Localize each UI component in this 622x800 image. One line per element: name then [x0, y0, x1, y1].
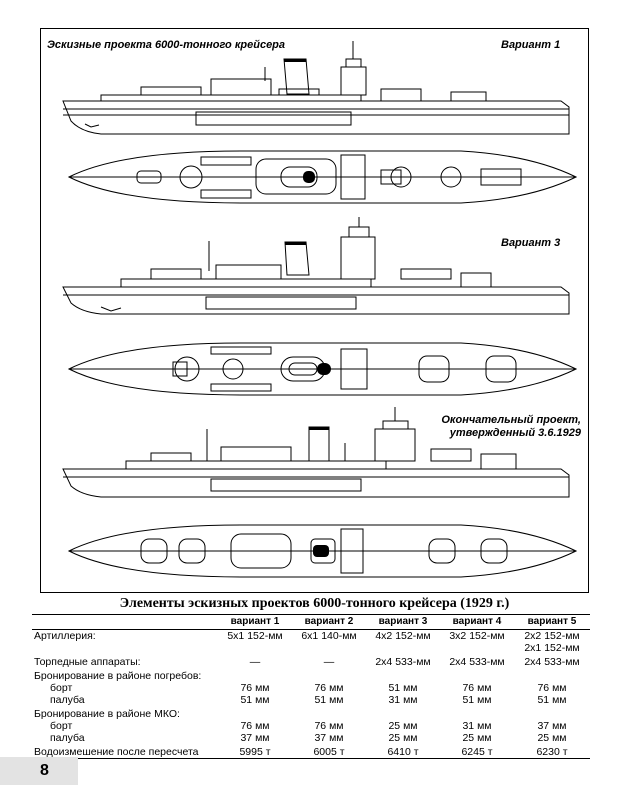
drawing-accents	[284, 59, 331, 557]
row-value-variant-4: 3x2 152-мм	[449, 630, 505, 642]
row-value-variant-2: 76 мм	[314, 720, 344, 732]
table-row: борт 76 мм 76 мм 25 мм 31 мм 37 мм	[32, 720, 590, 732]
row-value-variant-4	[440, 706, 514, 720]
row-value-variant-5: 51 мм	[537, 694, 567, 706]
row-value-variant-1: 51 мм	[240, 694, 270, 706]
row-value-variant-2: 6005 т	[313, 746, 345, 758]
row-value-variant-2: 37 мм	[314, 732, 344, 744]
row-value-variant-5: 76 мм	[537, 682, 567, 694]
header-variant-1: вариант 1	[230, 616, 280, 627]
table-row: Бронирование в районе погребов:	[32, 668, 590, 682]
row-param: Бронирование в районе МКО:	[34, 708, 180, 720]
header-variant-5: вариант 5	[527, 616, 577, 627]
row-value-variant-2	[292, 706, 366, 720]
row-value-variant-5: 37 мм	[537, 720, 567, 732]
table-row: Бронирование в районе МКО:	[32, 706, 590, 720]
table-row: палуба 37 мм 37 мм 25 мм 25 мм 25 мм	[32, 732, 590, 744]
variant3-label: Вариант 3	[501, 237, 561, 249]
row-param: палуба	[50, 732, 85, 744]
row-value-variant-3: 2x4 533-мм	[375, 656, 431, 668]
variant1-plan-view	[67, 150, 578, 204]
row-value-variant-3: 25 мм	[388, 732, 418, 744]
row-value-variant-3: 31 мм	[388, 694, 418, 706]
drawings-frame: Эскизные проекта 6000-тонного крейсера В…	[40, 28, 589, 593]
row-param: Торпедные аппараты:	[34, 656, 141, 668]
row-value-variant-1	[218, 668, 292, 682]
row-value-variant-2: 76 мм	[314, 682, 344, 694]
final-project-label-line1: Окончательный проект,	[441, 414, 581, 426]
row-value-variant-5: 25 мм	[537, 732, 567, 744]
header-variant-4: вариант 4	[452, 616, 502, 627]
table-title: Элементы эскизных проектов 6000-тонного …	[119, 596, 510, 611]
row-value-variant-3: 51 мм	[388, 682, 418, 694]
row-value-variant-2	[292, 668, 366, 682]
row-value-variant-3: 25 мм	[388, 720, 418, 732]
row-param: борт	[50, 720, 73, 732]
row-value-variant-1: —	[249, 656, 261, 668]
figure-title: Эскизные проекта 6000-тонного крейсера	[47, 39, 286, 51]
row-value-variant-5: 2x2 152-мм 2x1 152-мм	[524, 630, 580, 654]
row-value-variant-4	[440, 668, 514, 682]
header-param	[32, 615, 218, 630]
row-value-variant-1: 5x1 152-мм	[227, 630, 283, 642]
row-value-variant-3	[366, 668, 440, 682]
row-value-variant-4: 25 мм	[462, 732, 492, 744]
row-value-variant-1: 5995 т	[239, 746, 271, 758]
row-value-variant-1	[218, 706, 292, 720]
row-value-variant-4: 51 мм	[462, 694, 492, 706]
row-value-variant-5: 6230 т	[536, 746, 568, 758]
row-value-variant-2: 51 мм	[314, 694, 344, 706]
row-param: борт	[50, 682, 73, 694]
row-value-variant-4: 2x4 533-мм	[449, 656, 505, 668]
table-row: борт 76 мм 76 мм 51 мм 76 мм 76 мм	[32, 682, 590, 694]
row-param: Водоизмешение после пересчета	[34, 746, 199, 758]
row-param: Артиллерия:	[34, 630, 96, 642]
final-project-label-line2: утвержденный 3.6.1929	[449, 427, 581, 439]
header-variant-3: вариант 3	[378, 616, 428, 627]
row-param: Бронирование в районе погребов:	[34, 670, 202, 682]
row-value-variant-5	[514, 668, 590, 682]
row-value-variant-2: 6x1 140-мм	[301, 630, 357, 642]
row-value-variant-3: 4x2 152-мм	[375, 630, 431, 642]
row-param: палуба	[50, 694, 85, 706]
variant1-side-profile	[62, 41, 570, 135]
row-value-variant-1: 76 мм	[240, 682, 270, 694]
table-header-row: вариант 1 вариант 2 вариант 3 вариант 4 …	[32, 614, 590, 630]
table-row: палуба 51 мм 51 мм 31 мм 51 мм 51 мм	[32, 694, 590, 706]
variant1-label: Вариант 1	[501, 39, 561, 51]
table-body: Артиллерия: 5x1 152-мм 6x1 140-мм 4x2 152-м…	[32, 630, 590, 759]
row-value-variant-5: 2x4 533-мм	[524, 656, 580, 668]
row-value-variant-5	[514, 706, 590, 720]
variant3-side-profile	[62, 217, 570, 315]
page-number: 8	[0, 757, 78, 785]
table-row: Торпедные аппараты: — — 2x4 533-мм 2x4 533-м…	[32, 654, 590, 668]
table-row: Артиллерия: 5x1 152-мм 6x1 140-мм 4x2 152-м…	[32, 630, 590, 655]
specs-table: вариант 1 вариант 2 вариант 3 вариант 4 …	[32, 614, 590, 759]
header-variant-2: вариант 2	[304, 616, 354, 627]
row-value-variant-4: 6245 т	[461, 746, 493, 758]
ship-drawings	[62, 41, 578, 578]
row-value-variant-1: 76 мм	[240, 720, 270, 732]
final-project-label: Окончательный проект, утвержденный 3.6.1…	[391, 414, 581, 440]
table-row: Водоизмешение после пересчета 5995 т 6005 …	[32, 744, 590, 759]
final-plan-view	[67, 524, 578, 578]
row-value-variant-1: 37 мм	[240, 732, 270, 744]
specs-table-wrap: вариант 1 вариант 2 вариант 3 вариант 4 …	[32, 614, 590, 759]
row-value-variant-2: —	[323, 656, 335, 668]
row-value-variant-4: 31 мм	[462, 720, 492, 732]
row-value-variant-3: 6410 т	[387, 746, 419, 758]
row-value-variant-3	[366, 706, 440, 720]
row-value-variant-4: 76 мм	[462, 682, 492, 694]
